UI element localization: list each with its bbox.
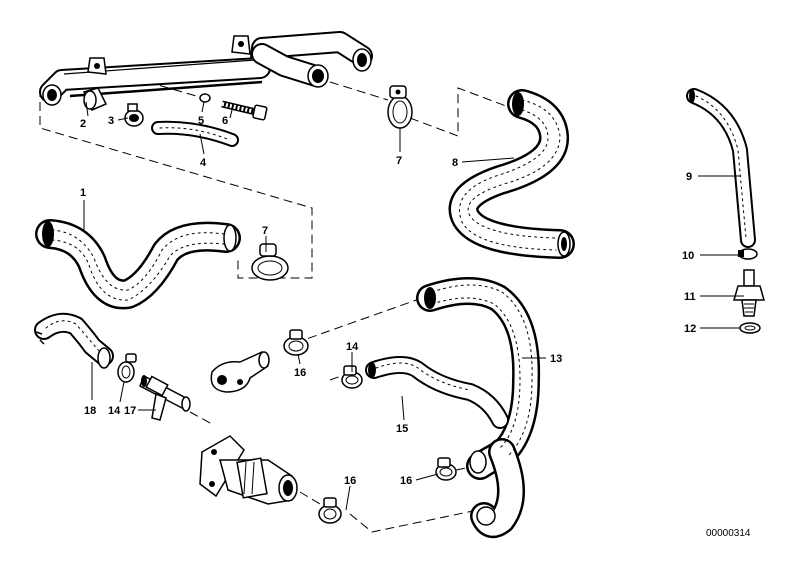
callout-1: 1 xyxy=(80,187,86,199)
hose-clamp-7b-icon xyxy=(251,243,289,281)
hose-1-icon xyxy=(35,219,241,310)
hose-15-icon xyxy=(365,356,509,429)
bolt-icon xyxy=(221,100,268,121)
callout-5: 5 xyxy=(198,115,204,127)
callout-6: 6 xyxy=(222,115,228,127)
washer-icon xyxy=(199,93,211,103)
hose-18-icon xyxy=(34,312,114,369)
nipple-fitting-11-icon xyxy=(733,269,765,317)
callout-14a: 14 xyxy=(346,341,359,353)
callout-2: 2 xyxy=(80,118,86,130)
coolant-pipe xyxy=(39,31,373,106)
callout-10: 10 xyxy=(682,250,694,262)
sleeve-icon xyxy=(82,87,108,111)
callout-14b: 14 xyxy=(108,405,121,417)
hose-clamp-14b-icon xyxy=(117,353,137,383)
callout-8: 8 xyxy=(452,157,458,169)
leader-lines xyxy=(83,101,744,511)
callout-17: 17 xyxy=(124,405,136,417)
callout-7b: 7 xyxy=(262,225,268,237)
callout-16c: 16 xyxy=(344,475,356,487)
callout-3: 3 xyxy=(108,115,114,127)
callout-13: 13 xyxy=(550,353,562,365)
hose-icon xyxy=(151,120,239,147)
callout-12: 12 xyxy=(684,323,696,335)
callout-9: 9 xyxy=(686,171,692,183)
hose-clamp-16a-icon xyxy=(283,329,309,356)
hose-clamp-14a-icon xyxy=(341,365,363,389)
callout-18: 18 xyxy=(84,405,96,417)
callout-labels: 1 2 3 4 5 6 7 7 8 9 10 11 12 13 14 14 15… xyxy=(80,115,696,487)
document-number: 00000314 xyxy=(706,528,751,539)
gasket-ring-12-icon xyxy=(739,322,761,334)
hose-clamp-7a-icon xyxy=(387,85,413,129)
tee-fitting-17-icon xyxy=(139,374,191,421)
flange-valve-icon xyxy=(199,435,298,505)
callout-16a: 16 xyxy=(294,367,306,379)
callout-7a: 7 xyxy=(396,155,402,167)
callout-15: 15 xyxy=(396,423,408,435)
hose-clamp-10-icon xyxy=(738,248,758,260)
hose-13-icon xyxy=(416,277,541,539)
callout-4: 4 xyxy=(200,157,207,169)
hose-clamp-16b-icon xyxy=(435,457,457,481)
hose-clamp-icon xyxy=(124,103,144,127)
hose-clamp-16c-icon xyxy=(318,497,342,524)
callout-16b: 16 xyxy=(400,475,412,487)
hose-8-icon xyxy=(448,89,575,259)
elbow-fitting-icon xyxy=(210,351,270,393)
callout-11: 11 xyxy=(684,291,696,303)
hose-9-icon xyxy=(686,88,756,248)
